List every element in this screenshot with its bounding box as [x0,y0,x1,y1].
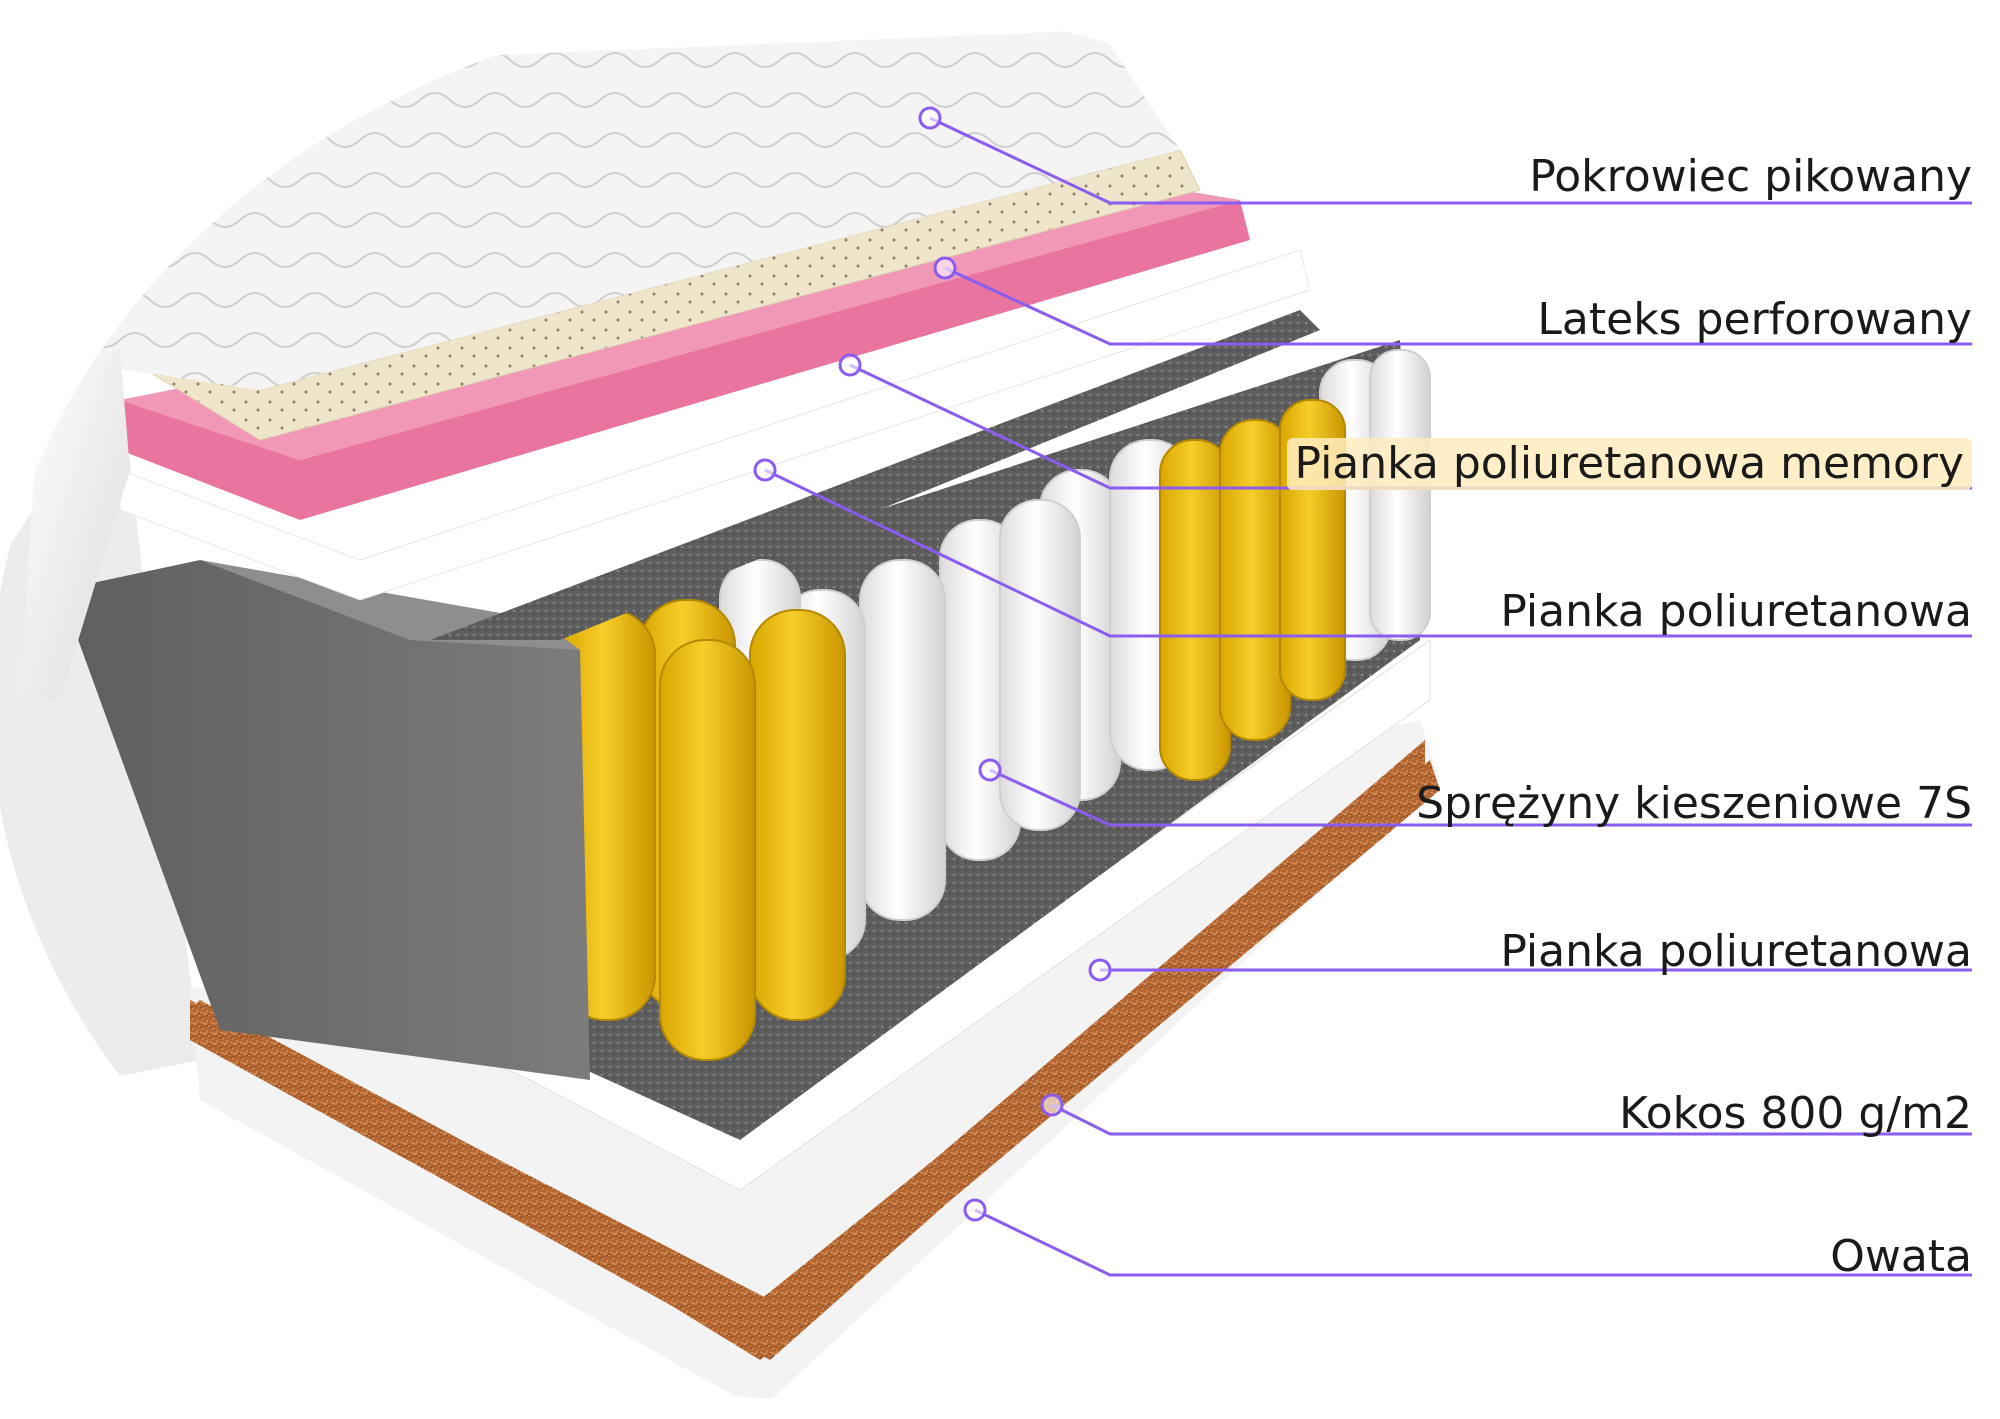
callout-marker-2 [933,256,957,280]
callout-marker-5 [978,758,1002,782]
callout-label-1: Pokrowiec pikowany [1529,151,1972,202]
callout-line-7 [1051,1103,1972,1136]
callout-line-1 [929,116,1972,205]
callout-label-5: Sprężyny kieszeniowe 7S [1416,778,1972,829]
callout-marker-4 [753,458,777,482]
callout-marker-7 [1040,1093,1064,1117]
mattress-layers [0,30,1440,1400]
callout-label-4: Pianka poliuretanowa [1500,586,1972,637]
callout-marker-8 [963,1198,987,1222]
callout-label-8: Owata [1830,1231,1972,1282]
callout-label-6: Pianka poliuretanowa [1500,926,1972,977]
felt-top [430,310,1320,640]
callout-line-2 [944,266,1972,346]
callout-line-5 [989,768,1972,827]
callout-marker-3 [838,353,862,377]
callout-line-8 [974,1208,1972,1277]
callout-label-7: Kokos 800 g/m2 [1619,1088,1972,1139]
callout-marker-1 [918,106,942,130]
callout-label-3: Pianka poliuretanowa memory [1286,438,1972,490]
callout-line-4 [764,468,1972,638]
callout-label-2: Lateks perforowany [1537,294,1972,345]
callout-marker-6 [1088,958,1112,982]
side-foam-block [60,560,590,1080]
coconut-band [190,740,1425,1360]
